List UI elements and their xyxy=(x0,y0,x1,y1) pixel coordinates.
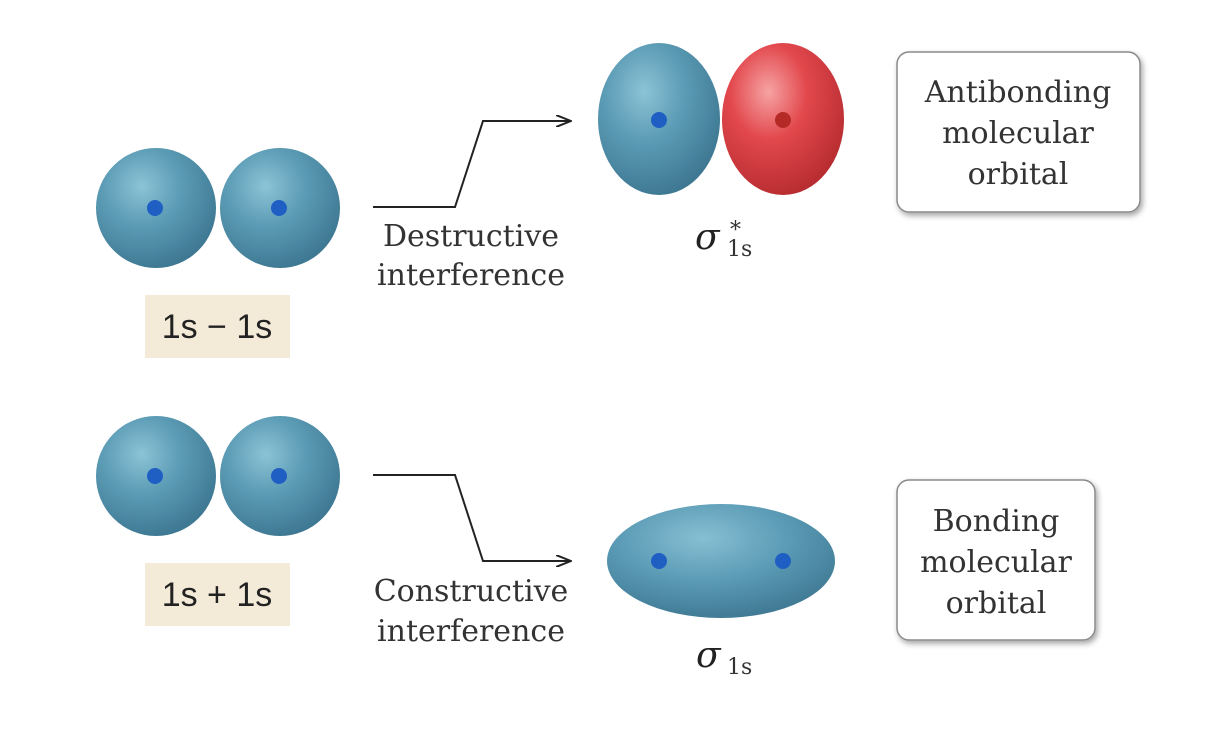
red-lobe-nucleus xyxy=(775,112,791,128)
blue-lobe-nucleus xyxy=(651,112,667,128)
bonding-box-line2: molecular xyxy=(920,545,1072,580)
left-nucleus xyxy=(651,553,667,569)
antibonding-box-line3: orbital xyxy=(968,157,1069,192)
antibonding-description-box xyxy=(896,51,1141,213)
bonding-box-line1: Bonding xyxy=(933,504,1060,539)
bonding-molecular-orbital xyxy=(607,504,835,618)
combination-label-box xyxy=(145,563,290,626)
combination-label: 1s + 1s xyxy=(162,576,273,614)
right-nucleus xyxy=(271,200,287,216)
sigma-label: σ 1s xyxy=(696,635,752,680)
interference-caption-line1: Constructive xyxy=(374,574,569,609)
bonding-lobe xyxy=(607,504,835,618)
sigma-subscript: 1s xyxy=(727,237,752,262)
destructive-arrow xyxy=(373,121,570,208)
bonding-description-box xyxy=(896,479,1096,641)
interference-caption-line2: interference xyxy=(377,258,565,293)
sigma-symbol: σ xyxy=(695,217,721,258)
sigma-superscript: * xyxy=(730,218,741,243)
constructive-arrow xyxy=(373,474,570,561)
interference-caption-line2: interference xyxy=(377,614,565,649)
bonding-box-line3: orbital xyxy=(946,586,1047,621)
sigma-symbol: σ xyxy=(696,635,722,676)
interference-caption-line1: Destructive xyxy=(383,219,559,254)
sigma-star-label: σ * 1s xyxy=(695,217,752,262)
bonding-atomic-orbitals xyxy=(96,416,340,536)
left-nucleus xyxy=(147,468,163,484)
antibonding-atomic-orbitals xyxy=(96,148,340,268)
sigma-subscript: 1s xyxy=(727,655,752,680)
bonding-row: 1s + 1s Constructive interference σ 1s B… xyxy=(96,416,1096,680)
antibonding-box-line2: molecular xyxy=(942,116,1094,151)
combination-label-box xyxy=(145,295,290,358)
antibonding-row: 1s − 1s Destructive interference σ * 1s … xyxy=(96,43,1141,358)
antibonding-box-line1: Antibonding xyxy=(924,75,1112,110)
left-nucleus xyxy=(147,200,163,216)
right-nucleus xyxy=(775,553,791,569)
right-nucleus xyxy=(271,468,287,484)
combination-label: 1s − 1s xyxy=(162,308,273,346)
antibonding-molecular-orbital xyxy=(598,43,844,195)
